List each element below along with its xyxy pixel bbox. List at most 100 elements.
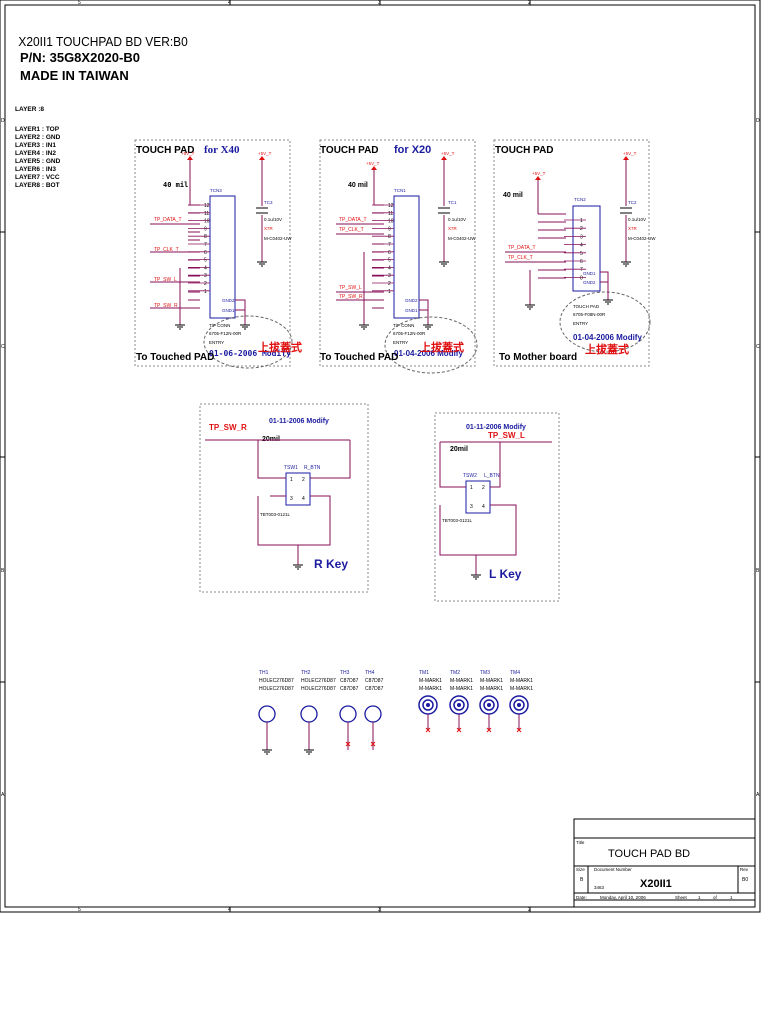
pin-number: 7 — [388, 242, 391, 248]
key-label: R Key — [314, 557, 348, 571]
pin-2: 2 — [482, 485, 485, 491]
stamp-text: 上拔蓋式 — [258, 340, 302, 354]
connector-body — [209, 195, 236, 319]
modify-ellipse — [203, 315, 293, 369]
docnum-code: 3463 — [594, 885, 605, 890]
vcc-arrows — [187, 156, 629, 180]
top-tick-4: 4 — [228, 0, 231, 6]
connector-part: 6705-F12N-00R — [209, 331, 242, 336]
mark-ref: TM3 — [480, 670, 490, 676]
mark-value: M-MARK1 — [419, 678, 442, 684]
layer-4: LAYER4 : IN2 — [15, 150, 56, 157]
block-for: for X20 — [394, 144, 431, 156]
bottom-tick-2: 2 — [528, 907, 531, 913]
bottom-tick-4: 4 — [228, 907, 231, 913]
pin-number: 9 — [388, 226, 391, 232]
vcc-label-cap: +5V_T — [441, 151, 455, 156]
mark-dot — [487, 703, 491, 707]
layer-7: LAYER7 : VCC — [15, 174, 60, 181]
pin-4: 4 — [302, 496, 305, 502]
pin-number: 2 — [580, 226, 583, 232]
pin-number: 6 — [580, 259, 583, 265]
pin-number: 11 — [388, 211, 393, 217]
switch-part: TBT003-0121L — [442, 518, 473, 523]
hole-circle — [300, 705, 318, 723]
sig-clk: TP_CLK_T — [339, 227, 364, 233]
pin-3: 3 — [290, 496, 293, 502]
connector-entry: ENTRY — [393, 340, 408, 345]
mark-value2: M-MARK1 — [480, 686, 503, 692]
cap-pn: M-C0402-UW — [628, 236, 656, 241]
pin-3: 3 — [470, 504, 473, 510]
block-footer: To Mother board — [499, 352, 577, 363]
gnd1-pin: GND1 — [405, 308, 418, 313]
key-label: L Key — [489, 567, 522, 581]
gnd1-pin: GND1 — [222, 308, 235, 313]
sheet-total: 1 — [730, 895, 733, 900]
gnd2-pin: GND2 — [222, 298, 235, 303]
pin-number: 1 — [580, 218, 583, 224]
connector-entry: ENTRY — [209, 340, 224, 345]
hole-ref: TH4 — [365, 670, 375, 676]
mark-dot — [457, 703, 461, 707]
mark-value: M-MARK1 — [480, 678, 503, 684]
cap-value: 0.1u/10V — [628, 217, 646, 222]
document-number: X20II1 — [640, 878, 672, 890]
top-tick-5: 5 — [78, 0, 81, 6]
date-value: Monday, April 10, 2006 — [600, 895, 646, 900]
connector-ref: TCN1 — [394, 188, 406, 193]
pin-number: 7 — [580, 267, 583, 273]
connector-wiring — [150, 160, 627, 325]
touchpad-block-x20: TOUCH PAD for X20 40 mil +5V_T +5V_T TCN… — [319, 139, 478, 374]
pin-number: 2 — [388, 281, 391, 287]
pin-4: 4 — [482, 504, 485, 510]
modify-note: 01-11-2006 Modify — [466, 424, 526, 431]
cap-type: X7R — [448, 226, 458, 231]
ground-icon — [603, 299, 613, 305]
modify-note: 01-06-2006 Modify — [209, 348, 291, 358]
sheet-title: TOUCH PAD BD — [608, 848, 690, 860]
vcc-label-cap: +5V_T — [258, 151, 272, 156]
pin-number: 5 — [388, 258, 391, 264]
connector-ref: TCN3 — [210, 188, 222, 193]
mark-value: M-MARK1 — [510, 678, 533, 684]
hole-value2: C87D87 — [340, 686, 359, 692]
cap-pn: M-C0402-UW — [448, 236, 476, 241]
top-tick-3: 3 — [378, 0, 381, 6]
right-key-block: 01-11-2006 Modify TP_SW_R 20mil TSW1 R_B… — [199, 403, 369, 593]
switch-ref: TSW1 — [284, 465, 298, 471]
sig-sw-l: TP_SW_L — [154, 277, 177, 283]
ground-icon — [359, 324, 369, 330]
left-key-block: 01-11-2006 Modify TP_SW_L 20mil TSW2 L_B… — [434, 412, 560, 602]
rev-label: Rev — [740, 867, 749, 872]
sheet-label: Sheet — [675, 895, 688, 900]
layer-count: LAYER :8 — [15, 106, 44, 113]
mark-inner — [513, 699, 525, 711]
block-footer: To Touched PAD — [320, 352, 398, 363]
switch-btn: L_BTN — [484, 473, 500, 479]
ground-icon — [525, 304, 535, 310]
right-tick-D: D — [756, 118, 760, 124]
pin-number: 11 — [204, 211, 209, 217]
left-tick-A: A — [1, 792, 5, 798]
mark-value2: M-MARK1 — [510, 686, 533, 692]
block-footer: To Touched PAD — [136, 352, 214, 363]
pin-number: 4 — [388, 265, 391, 271]
ground-icon — [439, 261, 449, 267]
size-value: B — [580, 877, 584, 883]
hole-value2: HOLEC276D87 — [301, 686, 336, 692]
cap-type: X7R — [628, 226, 638, 231]
switch-btn: R_BTN — [304, 465, 321, 471]
sheet-value: 1 — [698, 895, 701, 900]
size-label: Size — [576, 867, 585, 872]
mark-ref: TM4 — [510, 670, 520, 676]
cap-type: X7R — [264, 226, 274, 231]
sig-sw-r: TP_SW_R — [339, 294, 363, 300]
hole-ref: TH1 — [259, 670, 269, 676]
pin-number: 3 — [204, 273, 207, 279]
hole-value2: HOLEC276D87 — [259, 686, 294, 692]
hole-value: C87D87 — [340, 678, 359, 684]
title-label: Title — [576, 840, 585, 845]
